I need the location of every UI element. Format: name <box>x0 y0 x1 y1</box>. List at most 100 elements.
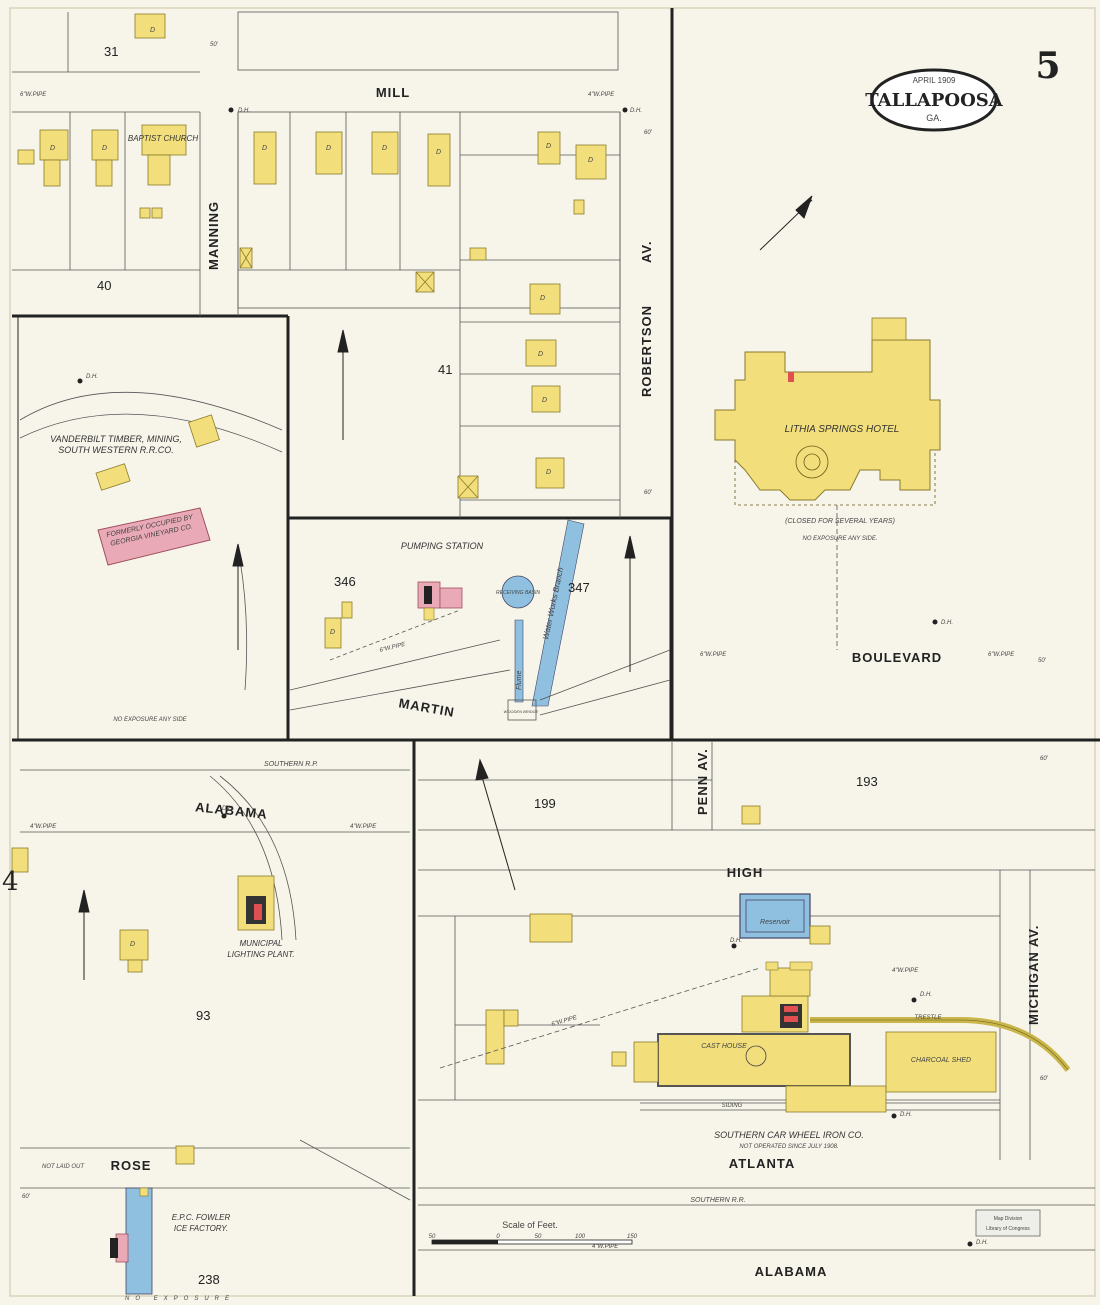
block-347: 347 <box>568 580 590 595</box>
house-d: D <box>130 941 135 948</box>
stamp-line-2: Library of Congress <box>986 1226 1030 1232</box>
label-no-exposure-left: NO EXPOSURE ANY SIDE <box>113 717 187 723</box>
scale-tick: 0 <box>496 1234 500 1240</box>
street-atlanta: ATLANTA <box>729 1156 795 1171</box>
house-d: D <box>436 149 441 156</box>
label-baptist: BAPTIST CHURCH <box>128 134 198 143</box>
library-stamp: Map Division Library of Congress <box>975 1209 1041 1237</box>
cross-marks <box>239 247 479 499</box>
scale-tick: 50 <box>535 1234 542 1240</box>
sheet-number: 5 <box>1035 45 1060 87</box>
block-238: 238 <box>198 1272 220 1287</box>
dh-label: D.H. <box>920 992 932 998</box>
house-d: D <box>50 145 55 152</box>
label-vanderbilt-1: VANDERBILT TIMBER, MINING, <box>50 434 182 444</box>
street-robertson-suffix: AV. <box>639 240 654 263</box>
sheet-border <box>9 7 1096 1297</box>
trestle-rail <box>810 1019 1069 1071</box>
dim-label: 50' <box>1038 658 1047 664</box>
label-receiving: RECEIVING BASIN <box>496 590 540 596</box>
house-d: D <box>538 351 543 358</box>
house-d: D <box>546 469 551 476</box>
label-hotel: LITHIA SPRINGS HOTEL <box>785 424 900 435</box>
house-d: D <box>546 143 551 150</box>
dh-label: D.H. <box>238 108 250 114</box>
pumping-inset <box>289 519 671 721</box>
sheet-state: GA. <box>926 113 942 123</box>
dh-label: D.H. <box>976 1240 988 1246</box>
label-southern-car-1: SOUTHERN CAR WHEEL IRON CO. <box>714 1130 864 1140</box>
house-d: D <box>326 145 331 152</box>
house-d: D <box>330 629 335 636</box>
label-wooden-bridge: WOODEN BRIDGE <box>504 709 539 714</box>
wpipe-label: 4"W.PIPE <box>350 824 377 830</box>
label-cast-house: CAST HOUSE <box>701 1043 747 1050</box>
block-41: 41 <box>438 362 452 377</box>
scale-tick: 100 <box>575 1234 586 1240</box>
vanderbilt-tracks <box>19 391 283 691</box>
street-michigan: MICHIGAN AV. <box>1026 925 1041 1025</box>
rr-southern-top: SOUTHERN R.P. <box>264 761 318 768</box>
label-not-laid-out: NOT LAID OUT <box>42 1164 85 1170</box>
label-ice-1: E.P.C. FOWLER <box>172 1213 231 1222</box>
house-d: D <box>542 397 547 404</box>
street-alabama-bottom: ALABAMA <box>755 1264 828 1279</box>
dim-label: 60' <box>644 490 653 496</box>
scale-bar: Scale of Feet. 50 0 50 100 150 <box>429 1220 638 1245</box>
label-ice-2: ICE FACTORY. <box>174 1224 228 1233</box>
block-40: 40 <box>97 278 111 293</box>
wpipe-label: 4"W.PIPE <box>588 92 615 98</box>
house-d: D <box>588 157 593 164</box>
house-d: D <box>150 27 155 34</box>
adjoining-sheet-4: 4 <box>2 867 19 897</box>
wpipe-label: 4"W.PIPE <box>892 968 919 974</box>
block-93: 93 <box>196 1008 210 1023</box>
scale-title: Scale of Feet. <box>502 1220 558 1230</box>
house-d: D <box>262 145 267 152</box>
block-199: 199 <box>534 796 556 811</box>
dh-label: D.H. <box>900 1112 912 1118</box>
scale-tick: 150 <box>627 1234 638 1240</box>
block-193: 193 <box>856 774 878 789</box>
house-markers: D D D D D D D D D D D D D D D <box>50 27 593 948</box>
trestle-label: TRESTLE <box>914 1015 942 1021</box>
street-robertson: ROBERTSON <box>639 305 654 397</box>
dh-label: D.H. <box>941 620 953 626</box>
vanderbilt-buildings <box>95 414 220 566</box>
street-boulevard: BOULEVARD <box>852 650 942 665</box>
label-reservoir: Reservoir <box>760 919 791 926</box>
label-pumping: PUMPING STATION <box>401 541 484 551</box>
label-hotel-note: (CLOSED FOR SEVERAL YEARS) <box>785 518 895 525</box>
sheet-town: TALLAPOOSA <box>865 90 1004 111</box>
street-rose: ROSE <box>111 1158 152 1173</box>
wpipe-label: 4"W.PIPE <box>30 824 57 830</box>
lower-left-lines <box>20 769 411 1201</box>
scale-tick: 50 <box>429 1234 436 1240</box>
siding-label: SIDING <box>722 1103 743 1109</box>
north-arrows <box>78 195 813 980</box>
label-vanderbilt-2: SOUTH WESTERN R.R.CO. <box>58 445 174 455</box>
dim-label: 60' <box>1040 1076 1049 1082</box>
label-southern-car-2: NOT OPERATED SINCE JULY 1908. <box>739 1144 838 1150</box>
block-346: 346 <box>334 574 356 589</box>
label-no-exposure-bottom: NO EXPOSURE <box>125 1296 235 1302</box>
title-cartouche <box>870 68 998 132</box>
dh-label: D.H. <box>630 108 642 114</box>
lithia-springs-hotel <box>714 317 941 506</box>
street-mill: MILL <box>376 85 410 100</box>
street-manning: MANNING <box>206 201 221 270</box>
label-municipal-2: LIGHTING PLANT. <box>227 950 294 959</box>
label-flume: Flume <box>516 670 523 690</box>
sheet-date: APRIL 1909 <box>913 76 956 85</box>
dim-label: 60' <box>22 1194 31 1200</box>
stamp-line-1: Map Division <box>994 1216 1023 1222</box>
dh-markers: D.H. D.H. D.H. D.H. D.H. D.H. D.H. D.H. … <box>77 107 988 1247</box>
buildings-top <box>17 13 607 499</box>
house-d: D <box>540 295 545 302</box>
rr-southern-bottom: SOUTHERN R.R. <box>690 1197 745 1204</box>
wpipe-label: 6"W.PIPE <box>988 652 1015 658</box>
lot-lines-top <box>12 11 621 518</box>
label-municipal-1: MUNICIPAL <box>240 939 283 948</box>
section-dividers <box>12 8 1100 1296</box>
